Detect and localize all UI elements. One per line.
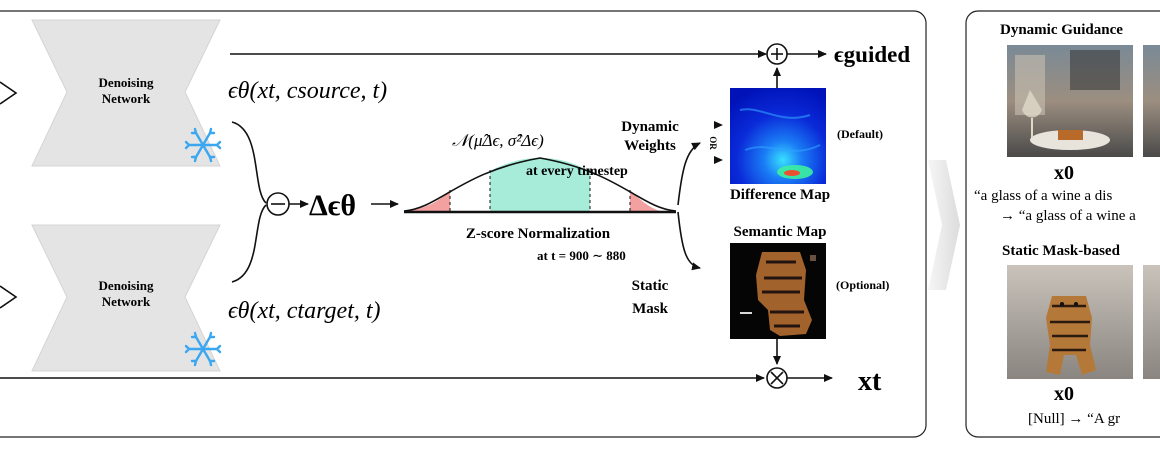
caption-dynamic-line2: → “a glass of a wine a xyxy=(1000,208,1136,224)
snowflake-icon xyxy=(184,331,222,367)
x0-label-dynamic: x0 xyxy=(1054,162,1074,184)
difference-map-image xyxy=(730,88,826,184)
default-label: (Default) xyxy=(837,127,883,141)
eps-guided-label: ϵguided xyxy=(834,42,910,67)
panel-transition-arrow xyxy=(928,160,960,290)
tiger-source-image xyxy=(1007,265,1133,379)
eps-source-formula: ϵθ(xt, csource, t) xyxy=(228,78,387,104)
or-label: OR xyxy=(708,136,718,150)
wine-source-image xyxy=(1007,45,1133,157)
dynamic-weights-line2: Weights xyxy=(624,138,676,154)
network-label-line2: Network xyxy=(102,294,151,309)
network-label-line1: Denoising xyxy=(99,75,154,90)
tiger-edited-image-partial xyxy=(1143,265,1160,379)
network-label-line2: Network xyxy=(102,91,151,106)
delta-eps-label: Δϵθ xyxy=(309,189,356,222)
denoising-network-target: Denoising Network xyxy=(31,224,222,372)
normal-dist-formula: 𝒩(μ̂Δϵ, σ̂²Δϵ) xyxy=(452,131,544,150)
caption-static: [Null] → “A gr xyxy=(1028,411,1120,427)
semantic-map-image xyxy=(730,243,826,339)
dynamic-guidance-title: Dynamic Guidance xyxy=(1000,22,1123,38)
optional-label: (Optional) xyxy=(836,278,889,292)
normal-distribution-curve xyxy=(403,157,677,214)
semantic-map-label: Semantic Map xyxy=(734,224,827,240)
network-label-line1: Denoising xyxy=(99,278,154,293)
wine-edited-image-partial xyxy=(1143,45,1160,157)
input-arrow-bottom xyxy=(0,285,18,309)
dynamic-weights-line1: Dynamic xyxy=(621,119,679,135)
static-mask-line2: Mask xyxy=(632,301,668,317)
at-every-timestep-label: at every timestep xyxy=(526,164,628,179)
eps-target-formula: ϵθ(xt, ctarget, t) xyxy=(228,298,381,324)
caption-dynamic-line1: “a glass of a wine a dis xyxy=(974,188,1112,204)
times-operator xyxy=(766,367,788,389)
main-panel xyxy=(0,10,927,438)
dist-to-static-branch xyxy=(677,211,701,271)
snowflake-icon xyxy=(184,127,222,163)
input-arrow-top xyxy=(0,81,18,105)
zscore-title: Z-score Normalization xyxy=(466,226,611,242)
timestep-range-label: at t = 900 ∼ 880 xyxy=(537,248,626,263)
dist-to-dynamic-branch xyxy=(677,142,701,206)
minus-operator xyxy=(266,192,290,216)
xt-label: xt xyxy=(858,366,882,397)
plus-operator xyxy=(766,43,788,65)
x0-label-static: x0 xyxy=(1054,383,1074,405)
target-to-minus-curve xyxy=(231,204,267,283)
static-mask-title: Static Mask-based xyxy=(1002,243,1121,259)
difference-map-label: Difference Map xyxy=(730,187,830,203)
results-panel xyxy=(965,10,1160,438)
static-mask-line1: Static xyxy=(632,278,669,294)
denoising-network-source: Denoising Network xyxy=(31,19,222,167)
source-to-minus-curve xyxy=(231,121,267,204)
